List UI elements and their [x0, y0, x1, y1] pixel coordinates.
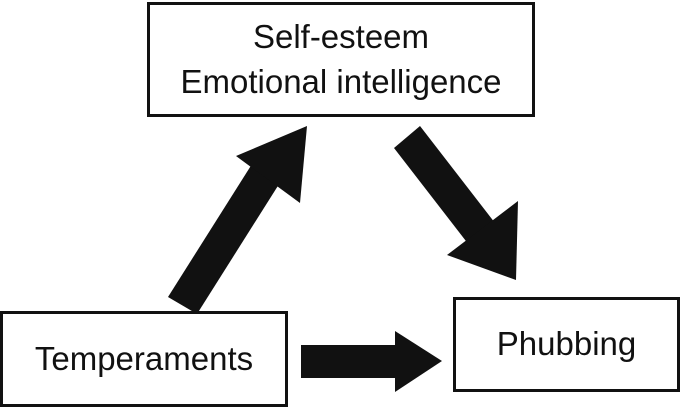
node-temperaments-label: Temperaments — [34, 339, 254, 377]
arrow-temperaments-to-mediators-head — [236, 126, 307, 203]
node-mediators-line1: Self-esteem — [252, 17, 430, 55]
arrow-temperaments-to-phubbing-shaft — [301, 345, 395, 378]
node-phubbing-label: Phubbing — [496, 325, 637, 363]
arrow-mediators-to-phubbing-head — [447, 201, 518, 280]
arrow-temperaments-to-phubbing-head — [395, 331, 442, 392]
arrow-mediators-to-phubbing-shaft — [394, 126, 495, 245]
node-mediators: Self-esteem Emotional intelligence — [147, 2, 535, 117]
node-temperaments: Temperaments — [0, 311, 288, 407]
node-mediators-line2: Emotional intelligence — [180, 62, 502, 100]
arrow-temperaments-to-mediators-shaft — [168, 164, 281, 314]
node-phubbing: Phubbing — [453, 297, 680, 392]
